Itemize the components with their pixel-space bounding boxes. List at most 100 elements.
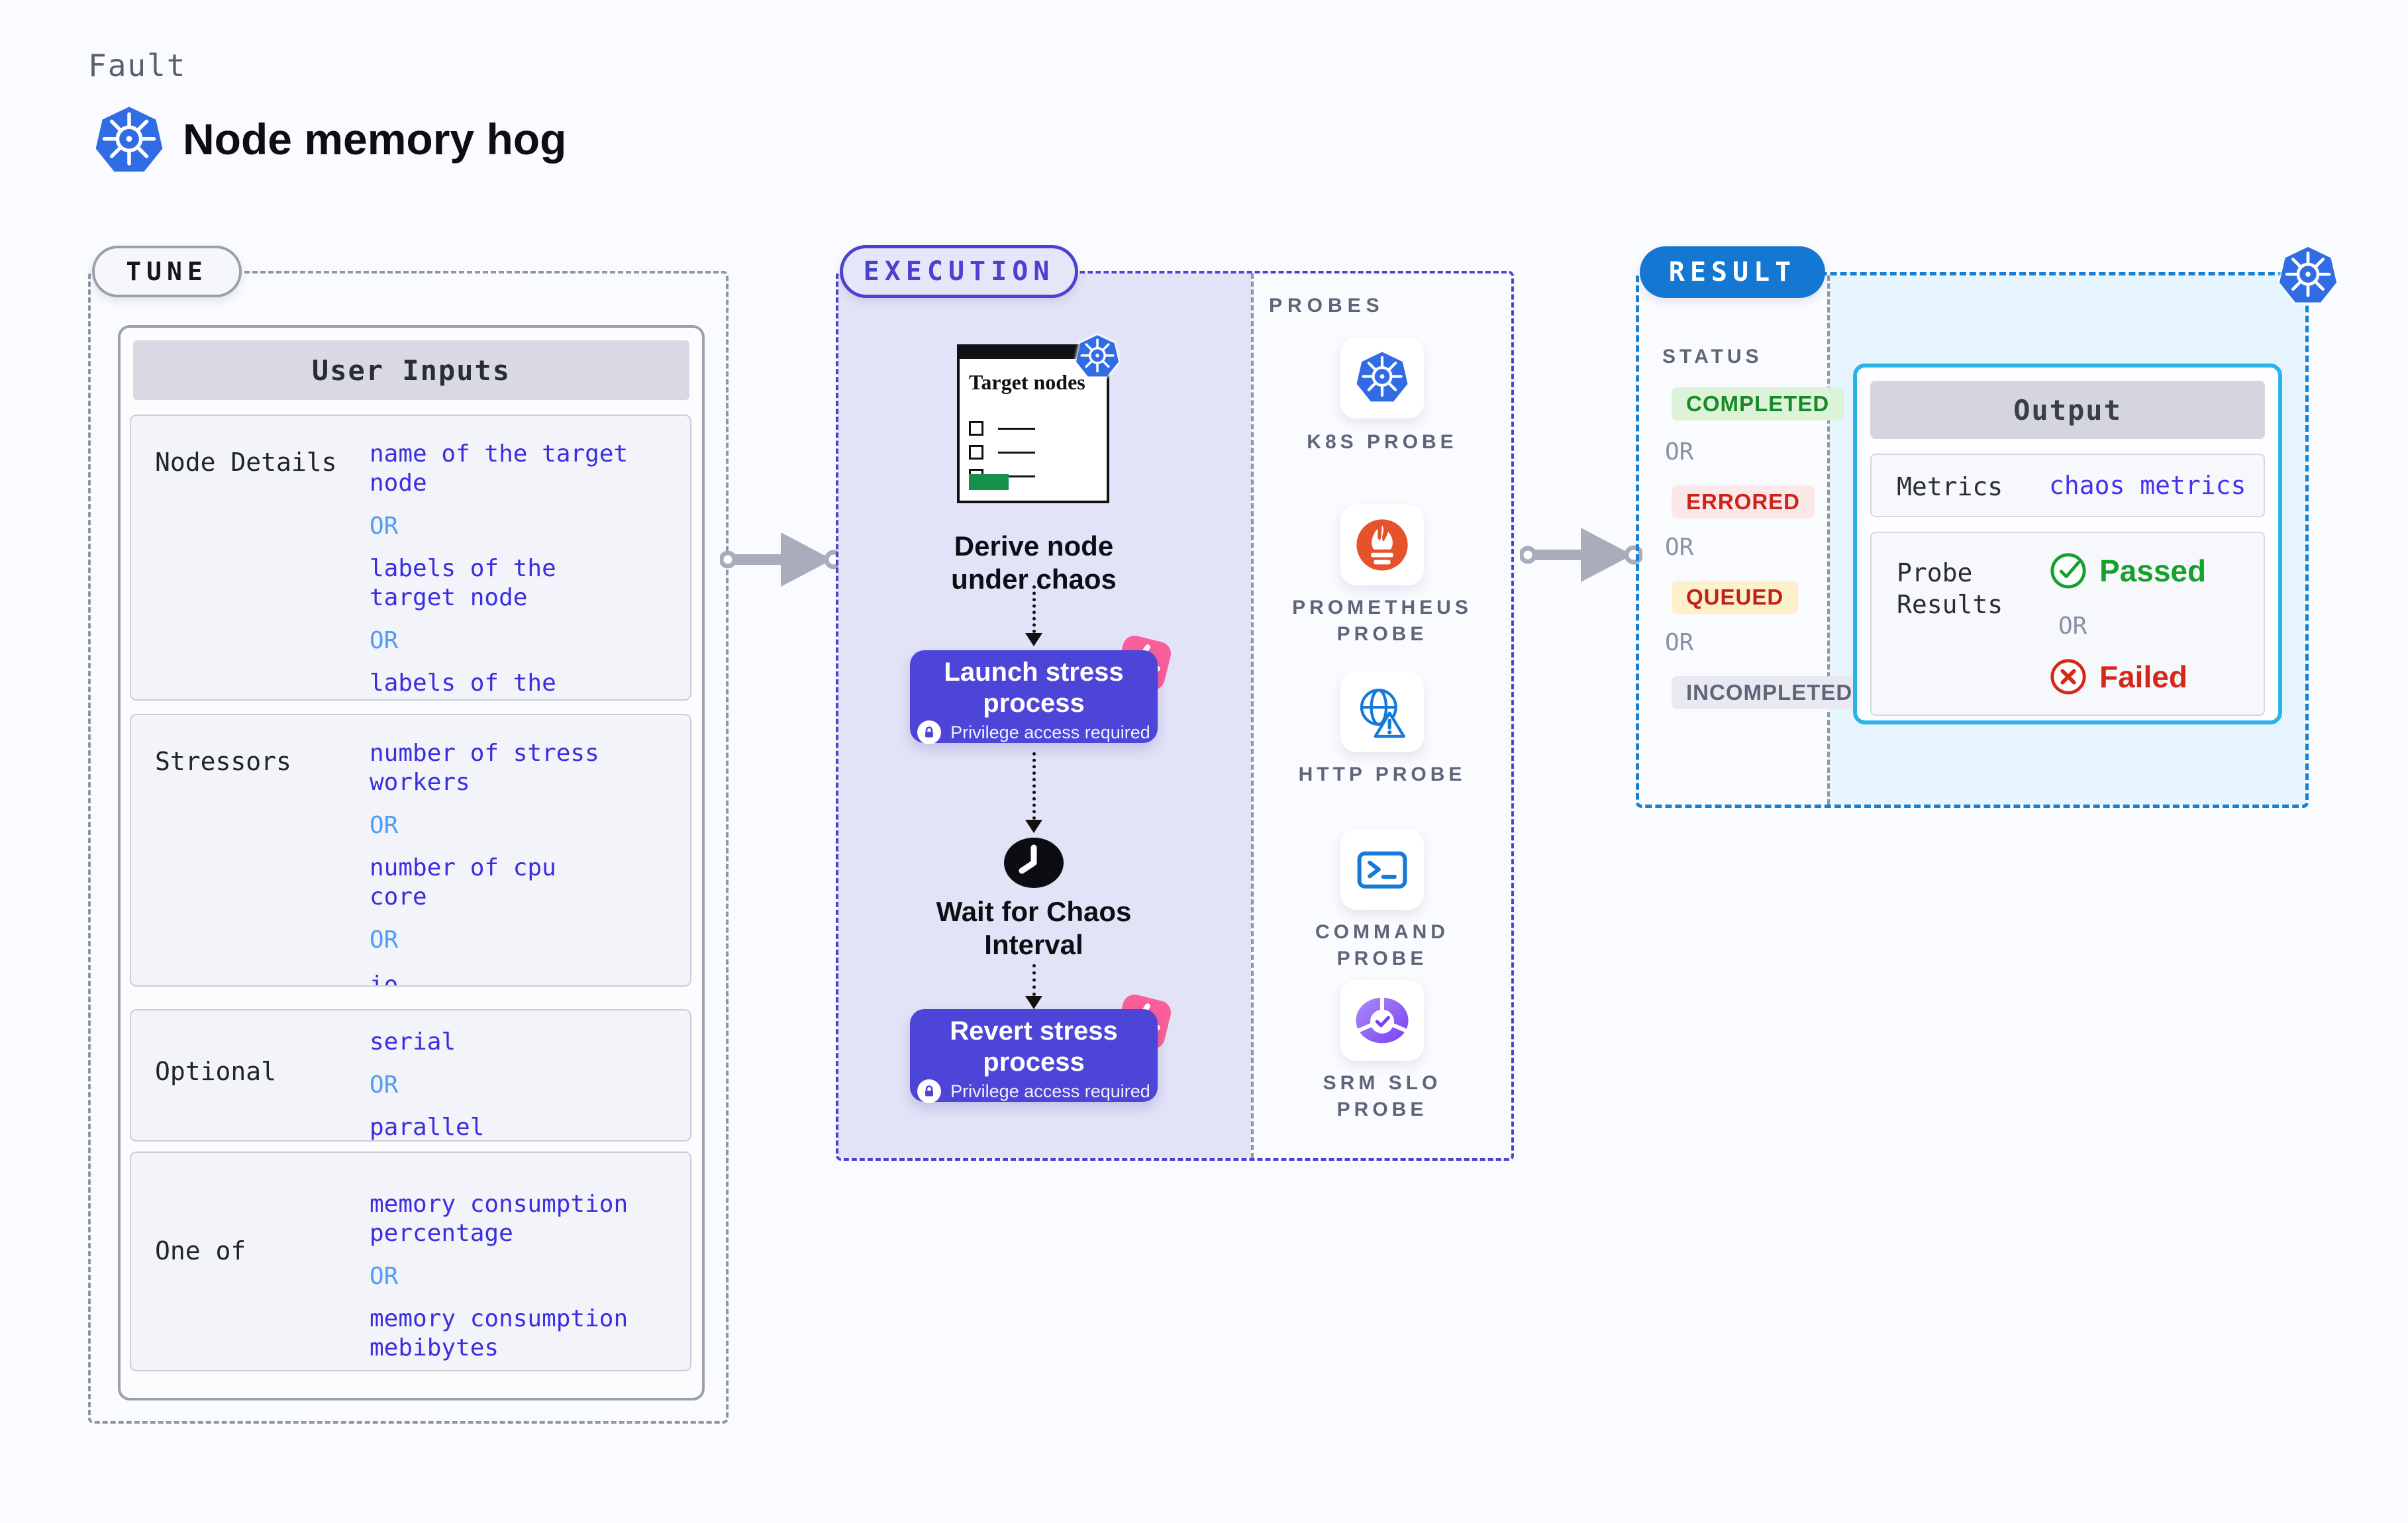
- probe-label: K8S PROBE: [1307, 431, 1458, 453]
- connector-line: [1032, 964, 1036, 996]
- status-badge-incompleted: INCOMPLETED: [1672, 676, 1868, 709]
- output-title: Output: [1870, 381, 2265, 439]
- step-title: Launch stress process: [944, 658, 1124, 718]
- input-row-optional: Optional serial OR parallel: [130, 1009, 691, 1142]
- list-line: [998, 451, 1035, 454]
- list-line: [998, 427, 1035, 430]
- input-row-label: Node Details: [155, 448, 337, 477]
- input-row-label: Stressors: [155, 747, 291, 776]
- connector-line: [1032, 585, 1036, 633]
- result-divider: [1827, 275, 1830, 805]
- privilege-note: Privilege access required: [950, 1081, 1150, 1101]
- lock-icon: [917, 720, 942, 744]
- revert-stress-process-step: Revert stress process Privilege access r…: [910, 992, 1174, 1103]
- status-badge-completed: COMPLETED: [1672, 387, 1844, 420]
- connector-arrowhead: [1025, 996, 1042, 1009]
- input-value: number of stress workers: [370, 740, 599, 796]
- metrics-value: chaos metrics: [2049, 471, 2246, 500]
- kubernetes-icon: [93, 105, 166, 177]
- execution-section: [836, 271, 1514, 1161]
- kubernetes-icon: [1074, 334, 1121, 380]
- globe-warning-icon: [1354, 683, 1411, 740]
- flow-arrow-icon: [1520, 518, 1642, 591]
- input-value: parallel: [370, 1114, 485, 1141]
- target-nodes-title: Target nodes: [969, 370, 1085, 394]
- terminal-icon: [1354, 841, 1411, 898]
- connector-line: [1032, 752, 1036, 820]
- probe-label: COMMAND PROBE: [1315, 921, 1449, 969]
- card-titlebar: [957, 344, 1109, 359]
- page-title: Node memory hog: [183, 115, 567, 164]
- probe-label: SRM SLO PROBE: [1323, 1072, 1442, 1120]
- checkbox-icon: [969, 421, 983, 436]
- http-probe-card: [1340, 671, 1424, 752]
- or-separator: OR: [1665, 438, 1694, 466]
- or-separator: OR: [370, 513, 399, 540]
- prometheus-probe-card: [1340, 505, 1424, 585]
- prometheus-icon: [1354, 517, 1410, 573]
- input-row-stressors: Stressors number of stress workers OR nu…: [130, 714, 691, 987]
- input-row-one-of: One of memory consumption percentage OR …: [130, 1152, 691, 1371]
- metrics-label: Metrics: [1897, 472, 2003, 501]
- or-separator: OR: [370, 926, 399, 954]
- clock-icon: [1004, 838, 1064, 888]
- tune-badge: TUNE: [92, 246, 242, 297]
- input-value: memory consumption percentage: [370, 1191, 628, 1247]
- or-separator: OR: [370, 812, 399, 839]
- flow-arrow-icon: [720, 523, 842, 596]
- connector-arrowhead: [1025, 820, 1042, 833]
- or-separator: OR: [1665, 629, 1694, 656]
- command-probe-card: [1340, 829, 1424, 910]
- connector-arrowhead: [1025, 633, 1042, 646]
- input-value: memory consumption mebibytes: [370, 1305, 628, 1361]
- or-separator: OR: [1665, 534, 1694, 561]
- output-panel: Output Metrics chaos metrics Probe Resul…: [1853, 364, 2282, 724]
- kubernetes-icon: [2277, 245, 2339, 307]
- kubernetes-icon: [1354, 350, 1410, 406]
- input-row-label: One of: [155, 1236, 246, 1265]
- k8s-probe-card: [1340, 338, 1424, 418]
- probe-label: HTTP PROBE: [1298, 763, 1466, 785]
- tune-section: [88, 271, 728, 1424]
- execution-badge: EXECUTION: [840, 245, 1078, 298]
- privilege-note: Privilege access required: [950, 722, 1150, 742]
- input-row-node-details: Node Details name of the target node OR …: [130, 415, 691, 701]
- or-separator: OR: [370, 1071, 399, 1099]
- step-title: Revert stress process: [950, 1016, 1118, 1077]
- lock-icon: [917, 1079, 942, 1103]
- input-value: number of cpu core: [370, 854, 556, 910]
- user-inputs-title: User Inputs: [133, 340, 689, 400]
- probe-results-row: Probe Results Passed OR Failed: [1870, 532, 2265, 716]
- target-nodes-card: Target nodes: [957, 344, 1109, 503]
- list-line: [998, 475, 1035, 477]
- status-badge-queued: QUEUED: [1672, 581, 1799, 614]
- failed-label: Failed: [2099, 660, 2187, 694]
- x-circle-icon: [2049, 658, 2087, 696]
- input-value: labels of the target node: [370, 555, 556, 611]
- or-separator: OR: [2058, 613, 2087, 640]
- input-value: io: [370, 971, 399, 987]
- wait-interval-label: Wait for Chaos Interval: [936, 896, 1132, 960]
- status-badge-errored: ERRORED: [1672, 485, 1815, 518]
- srm-slo-probe-card: [1340, 980, 1424, 1061]
- input-value: name of the target node: [370, 440, 628, 497]
- status-label: STATUS: [1662, 346, 1763, 368]
- launch-stress-process-step: Launch stress process Privilege access r…: [910, 633, 1174, 744]
- metrics-row: Metrics chaos metrics: [1870, 454, 2265, 517]
- checkbox-icon: [969, 445, 983, 460]
- or-separator: OR: [370, 1263, 399, 1290]
- result-badge: RESULT: [1640, 246, 1825, 298]
- input-value: serial: [370, 1028, 456, 1056]
- probe-results-label: Probe Results: [1897, 558, 2003, 619]
- check-circle-icon: [2049, 552, 2087, 590]
- input-value: labels of the application scheduled on t…: [370, 669, 556, 699]
- fault-eyebrow: Fault: [88, 48, 187, 83]
- probe-label: PROMETHEUS PROBE: [1292, 597, 1472, 645]
- pie-check-icon: [1354, 992, 1411, 1049]
- probes-label: PROBES: [1269, 295, 1385, 317]
- execution-probes-divider: [1251, 273, 1254, 1158]
- passed-label: Passed: [2099, 554, 2207, 588]
- input-row-label: Optional: [155, 1057, 277, 1086]
- green-button-graphic: [969, 474, 1009, 490]
